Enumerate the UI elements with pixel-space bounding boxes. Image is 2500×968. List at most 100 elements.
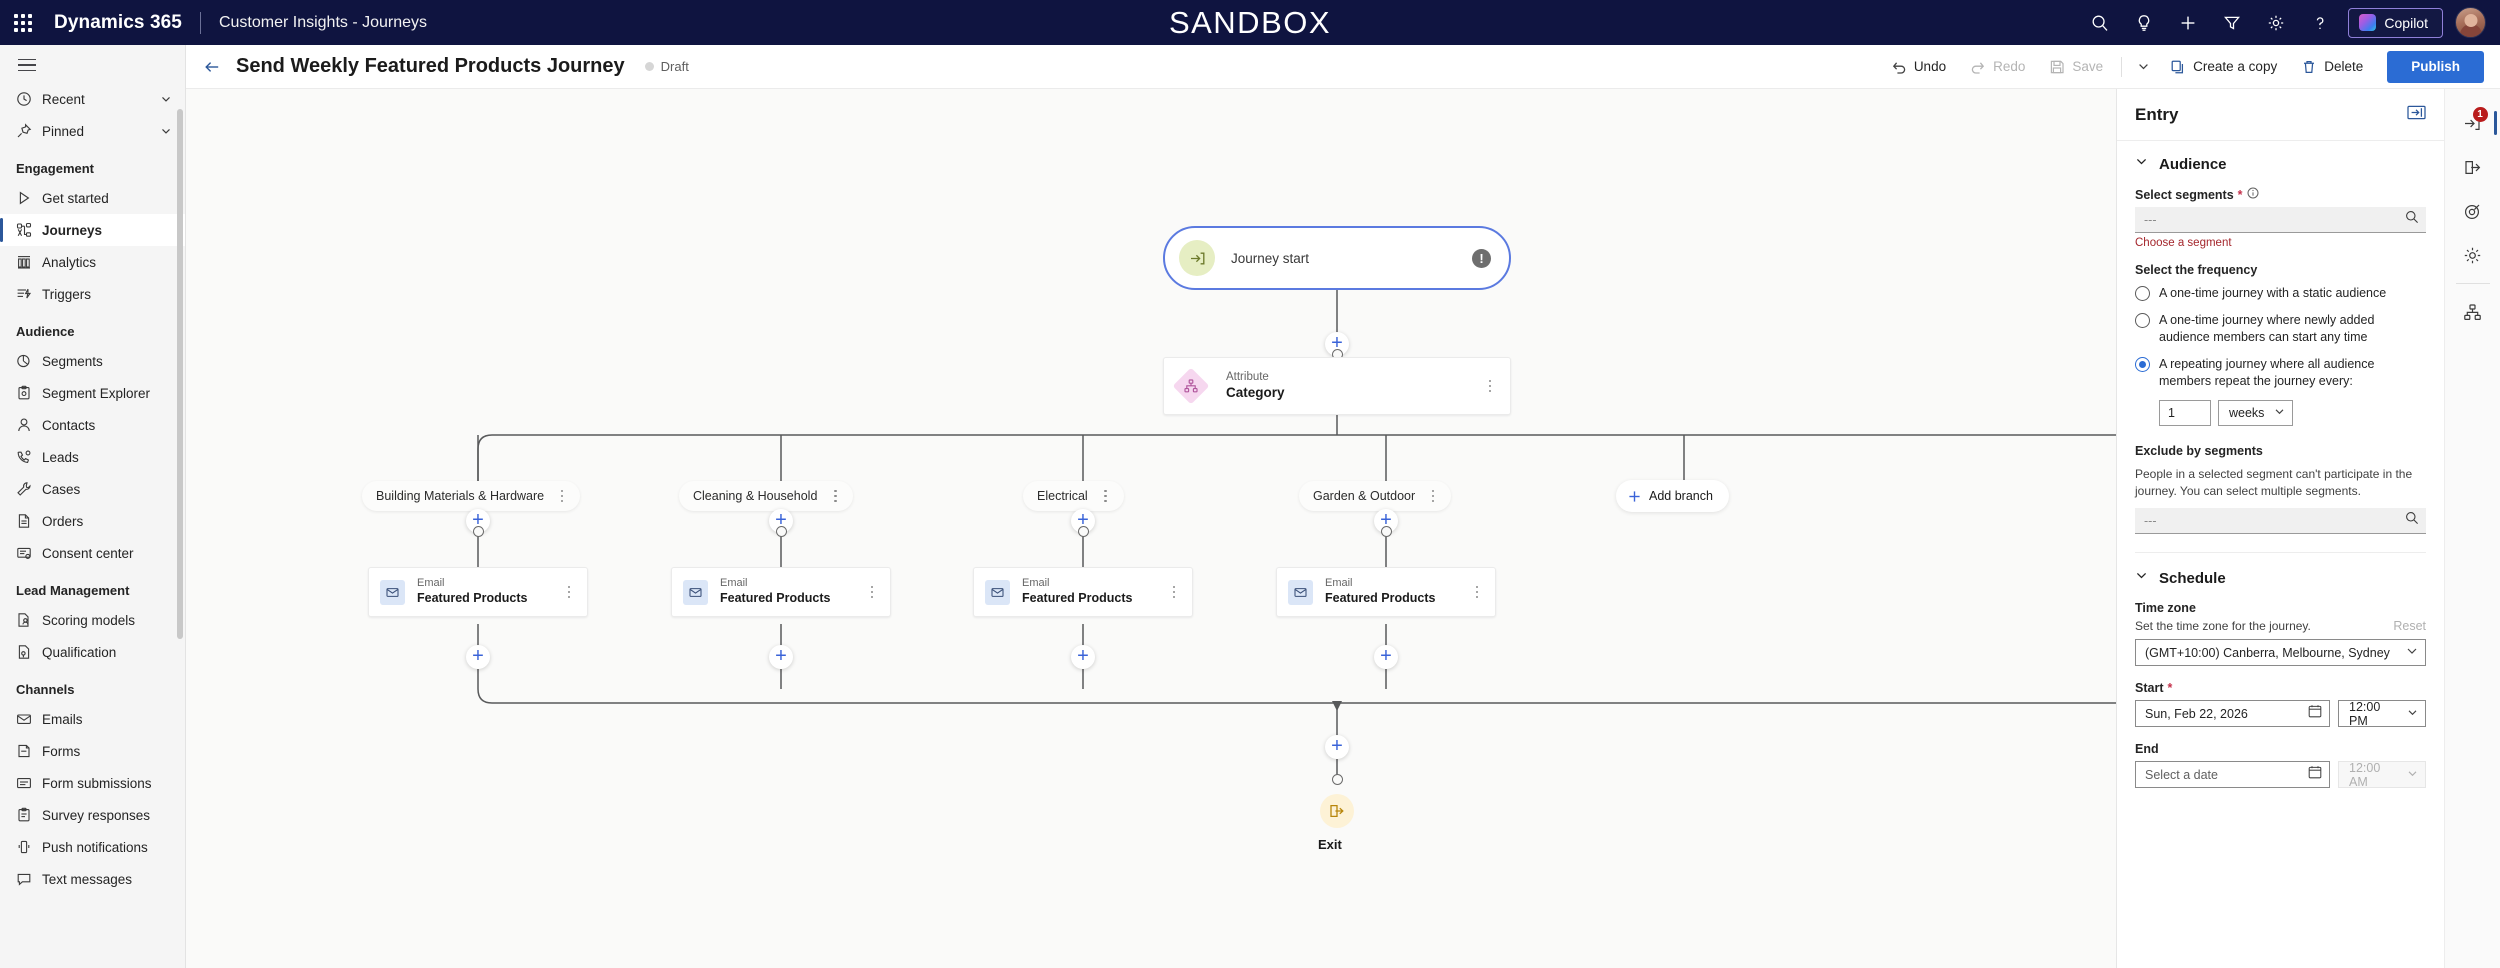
sidebar-item-analytics[interactable]: Analytics bbox=[0, 246, 185, 278]
copilot-button[interactable]: Copilot bbox=[2348, 7, 2443, 38]
sidebar-item-orders[interactable]: Orders bbox=[0, 505, 185, 537]
lightbulb-icon[interactable] bbox=[2122, 0, 2166, 45]
email-node-menu-icon[interactable] bbox=[864, 585, 880, 599]
sidebar-item-survey-responses[interactable]: Survey responses bbox=[0, 799, 185, 831]
add-step-plus-button[interactable] bbox=[1374, 645, 1398, 669]
attribute-node-menu-icon[interactable] bbox=[1482, 379, 1498, 393]
branch-pill-cleaning-household[interactable]: Cleaning & Household bbox=[679, 481, 854, 511]
branch-menu-icon[interactable] bbox=[827, 489, 843, 503]
sidebar-item-forms[interactable]: Forms bbox=[0, 735, 185, 767]
audience-section-header[interactable]: Audience bbox=[2135, 155, 2426, 173]
help-icon[interactable] bbox=[2298, 0, 2342, 45]
sidebar-item-journeys[interactable]: Journeys bbox=[0, 214, 185, 247]
select-segments-input[interactable]: --- bbox=[2135, 207, 2426, 233]
sidebar-item-contacts[interactable]: Contacts bbox=[0, 409, 185, 441]
save-button[interactable]: Save bbox=[2039, 51, 2113, 83]
radio-button[interactable] bbox=[2135, 356, 2150, 372]
create-a-copy-button[interactable]: Create a copy bbox=[2160, 51, 2287, 83]
chevron-down-icon[interactable] bbox=[157, 93, 175, 105]
branch-pill-electrical[interactable]: Electrical bbox=[1023, 481, 1124, 511]
rail-hierarchy-button[interactable] bbox=[2445, 290, 2500, 334]
email-node[interactable]: Email Featured Products bbox=[1276, 567, 1496, 617]
delete-button[interactable]: Delete bbox=[2291, 51, 2373, 83]
end-date-input[interactable]: Select a date bbox=[2135, 761, 2330, 789]
add-step-plus-button[interactable] bbox=[466, 645, 490, 669]
redo-button[interactable]: Redo bbox=[1960, 51, 2035, 83]
branch-menu-icon[interactable] bbox=[554, 489, 570, 503]
exit-node-icon[interactable] bbox=[1320, 794, 1354, 828]
add-branch-button[interactable]: Add branch bbox=[1616, 480, 1729, 512]
email-node-menu-icon[interactable] bbox=[561, 585, 577, 599]
search-icon[interactable] bbox=[2405, 511, 2419, 530]
select-segments-error: Choose a segment bbox=[2135, 237, 2232, 249]
timezone-reset-button[interactable]: Reset bbox=[2393, 619, 2426, 634]
rail-exit-button[interactable] bbox=[2445, 145, 2500, 189]
hamburger-icon[interactable] bbox=[0, 45, 185, 83]
sidebar-item-consent-center[interactable]: Consent center bbox=[0, 537, 185, 569]
frequency-option-repeating[interactable]: A repeating journey where all audience m… bbox=[2135, 356, 2426, 391]
info-icon[interactable] bbox=[2247, 187, 2259, 202]
sidebar-item-triggers[interactable]: Triggers bbox=[0, 278, 185, 310]
sidebar-item-get-started[interactable]: Get started bbox=[0, 182, 185, 214]
sidebar-item-scoring-models[interactable]: Scoring models bbox=[0, 604, 185, 636]
overflow-chevron-down-icon[interactable] bbox=[2130, 51, 2156, 83]
sidebar-item-cases[interactable]: Cases bbox=[0, 473, 185, 505]
email-node[interactable]: Email Featured Products bbox=[973, 567, 1193, 617]
sidebar-item-form-submissions[interactable]: Form submissions bbox=[0, 767, 185, 799]
sidebar-item-push-notifications[interactable]: Push notifications bbox=[0, 831, 185, 863]
sidebar-scrollbar[interactable] bbox=[177, 109, 183, 639]
rail-goal-button[interactable] bbox=[2445, 189, 2500, 233]
sidebar-item-segments[interactable]: Segments bbox=[0, 345, 185, 377]
start-date-input[interactable]: Sun, Feb 22, 2026 bbox=[2135, 700, 2330, 728]
sidebar-item-qualification[interactable]: Qualification bbox=[0, 636, 185, 668]
add-step-plus-button[interactable] bbox=[1325, 735, 1349, 759]
email-node[interactable]: Email Featured Products bbox=[368, 567, 588, 617]
avatar[interactable] bbox=[2455, 7, 2486, 38]
sidebar-item-emails[interactable]: Emails bbox=[0, 703, 185, 735]
frequency-option-one-time-static[interactable]: A one-time journey with a static audienc… bbox=[2135, 285, 2426, 303]
journey-start-node[interactable]: Journey start ! bbox=[1163, 226, 1511, 290]
sidebar-item-leads[interactable]: Leads bbox=[0, 441, 185, 473]
radio-button[interactable] bbox=[2135, 286, 2150, 301]
end-time-select[interactable]: 12:00 AM bbox=[2338, 761, 2426, 789]
search-icon[interactable] bbox=[2078, 0, 2122, 45]
email-node-menu-icon[interactable] bbox=[1166, 585, 1182, 599]
email-node[interactable]: Email Featured Products bbox=[671, 567, 891, 617]
app-launcher-icon[interactable] bbox=[0, 0, 46, 45]
calendar-icon[interactable] bbox=[2308, 704, 2322, 723]
plus-icon[interactable] bbox=[2166, 0, 2210, 45]
timezone-select[interactable]: (GMT+10:00) Canberra, Melbourne, Sydney bbox=[2135, 639, 2426, 667]
add-step-plus-button[interactable] bbox=[1071, 645, 1095, 669]
email-node-menu-icon[interactable] bbox=[1469, 585, 1485, 599]
start-time-select[interactable]: 12:00 PM bbox=[2338, 700, 2426, 728]
repeat-unit-select[interactable]: weeks bbox=[2218, 399, 2294, 426]
calendar-icon[interactable] bbox=[2308, 765, 2322, 784]
attribute-node[interactable]: Attribute Category bbox=[1163, 357, 1511, 415]
sidebar-item-recent[interactable]: Recent bbox=[0, 83, 185, 115]
undo-button[interactable]: Undo bbox=[1881, 51, 1956, 83]
search-icon[interactable] bbox=[2405, 210, 2419, 229]
rail-settings-button[interactable] bbox=[2445, 233, 2500, 277]
sidebar-item-pinned[interactable]: Pinned bbox=[0, 115, 185, 147]
sidebar-item-text-messages[interactable]: Text messages bbox=[0, 863, 185, 895]
exclude-segments-input[interactable]: --- bbox=[2135, 508, 2426, 535]
warning-badge[interactable]: ! bbox=[1472, 248, 1491, 268]
chevron-down-icon[interactable] bbox=[157, 125, 175, 137]
journey-canvas[interactable]: Journey start ! Attribute Category Build… bbox=[186, 89, 2316, 968]
back-arrow-icon[interactable] bbox=[196, 51, 228, 83]
radio-button[interactable] bbox=[2135, 312, 2150, 328]
branch-pill-building-materials[interactable]: Building Materials & Hardware bbox=[362, 481, 581, 511]
add-step-plus-button[interactable] bbox=[769, 645, 793, 669]
schedule-section-header[interactable]: Schedule bbox=[2135, 569, 2426, 587]
publish-button[interactable]: Publish bbox=[2387, 50, 2484, 83]
sidebar-item-segment-explorer[interactable]: Segment Explorer bbox=[0, 377, 185, 409]
branch-menu-icon[interactable] bbox=[1098, 489, 1114, 503]
branch-pill-garden-outdoor[interactable]: Garden & Outdoor bbox=[1299, 481, 1452, 511]
branch-menu-icon[interactable] bbox=[1425, 489, 1441, 503]
rail-entry-button[interactable]: 1 bbox=[2445, 101, 2500, 145]
entry-icon[interactable] bbox=[2407, 105, 2426, 125]
repeat-count-input[interactable]: 1 bbox=[2159, 399, 2211, 426]
gear-icon[interactable] bbox=[2254, 0, 2298, 45]
frequency-option-one-time-rolling[interactable]: A one-time journey where newly added aud… bbox=[2135, 312, 2426, 347]
filter-icon[interactable] bbox=[2210, 0, 2254, 45]
